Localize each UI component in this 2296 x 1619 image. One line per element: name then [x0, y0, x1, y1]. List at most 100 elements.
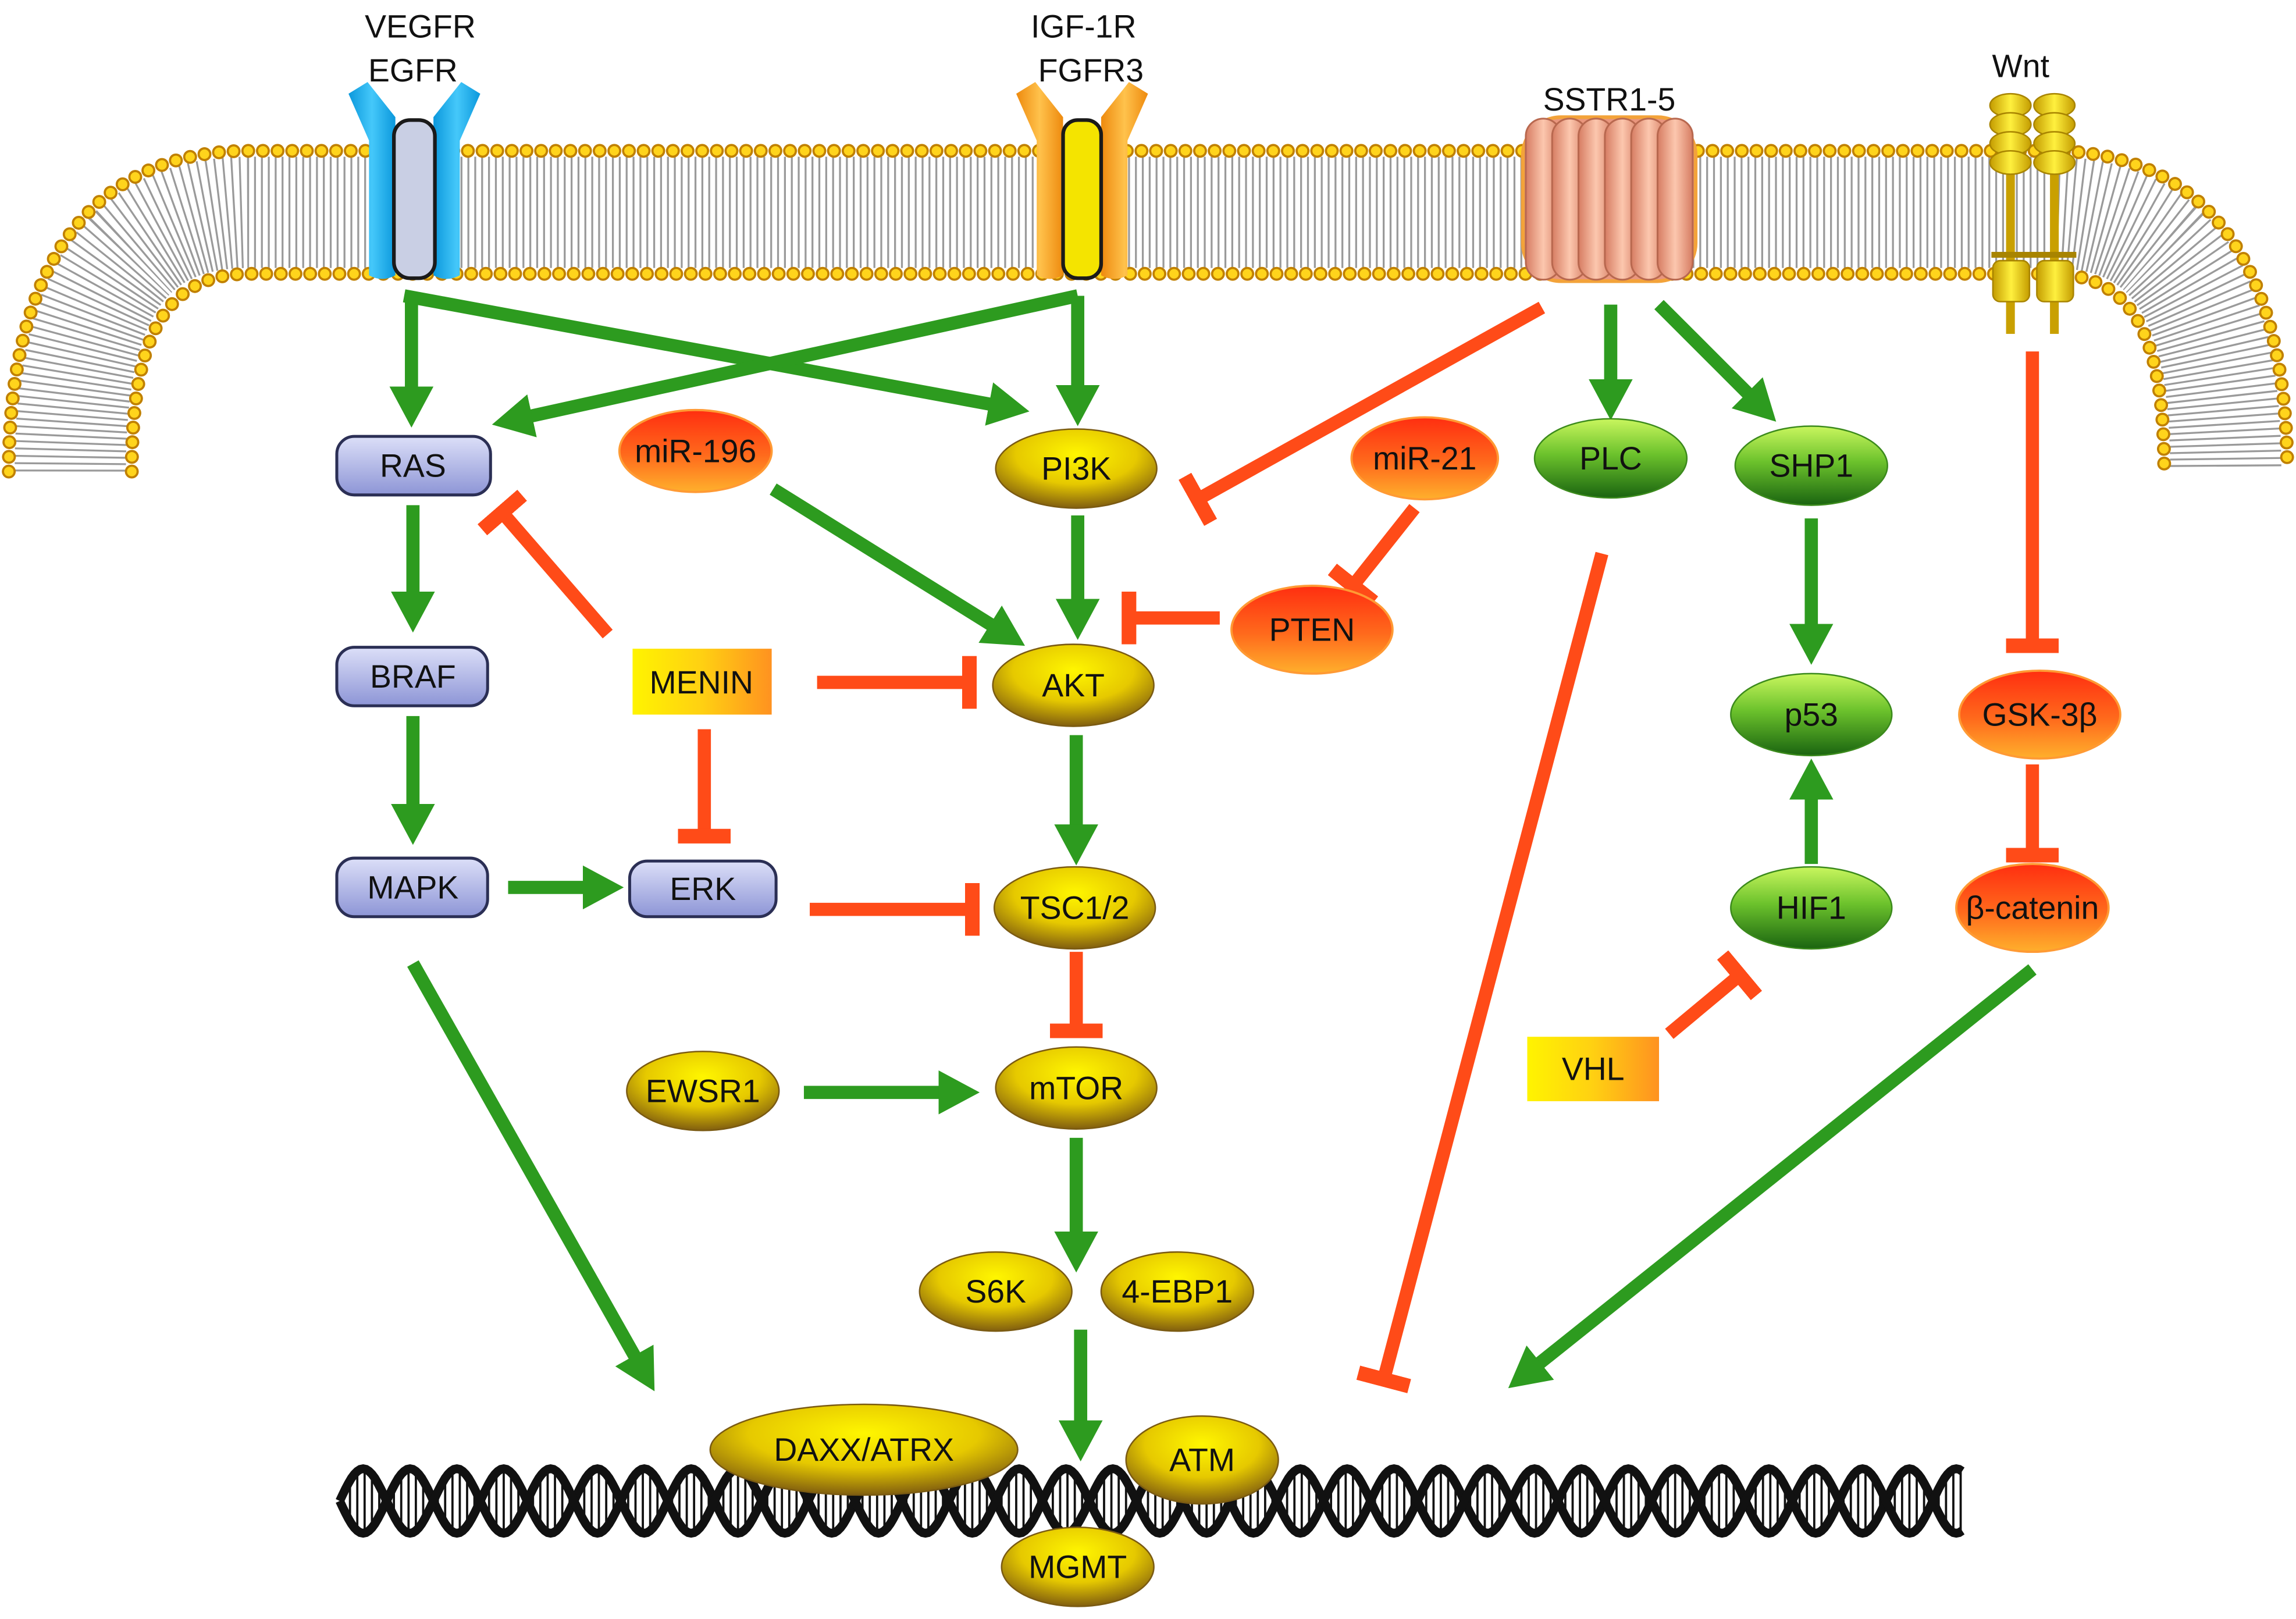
node-daxx-atrx-label: DAXX/ATRX	[774, 1432, 954, 1468]
node-mtor-label: mTOR	[1029, 1070, 1123, 1106]
arrow-mir196-to-akt	[770, 483, 1026, 646]
node-daxx-atrx: DAXX/ATRX	[709, 1403, 1019, 1496]
node-mir196-shape	[618, 408, 773, 493]
node-pi3k-shape	[995, 428, 1158, 509]
node-menin-label: MENIN	[650, 664, 753, 700]
node-erk-shape	[628, 859, 778, 919]
node-4ebp1-label: 4-EBP1	[1122, 1273, 1233, 1310]
node-p53-shape	[1730, 672, 1893, 757]
inhibit-menin-to-ras	[477, 489, 613, 639]
node-pten-label: PTEN	[1269, 611, 1355, 647]
node-atm-label: ATM	[1169, 1442, 1235, 1478]
receptor-egfr-label: EGFR	[368, 52, 458, 88]
node-braf-label: BRAF	[370, 659, 456, 695]
node-ras: RAS	[335, 435, 492, 497]
node-mir21-label: miR-21	[1373, 440, 1476, 476]
node-tsc: TSC1/2	[993, 866, 1156, 950]
receptor-wnt: Wnt	[1989, 48, 2077, 334]
receptor-wnt-right-barrel	[2036, 259, 2074, 303]
node-mir196-label: miR-196	[635, 433, 756, 469]
node-ras-shape	[335, 435, 492, 497]
node-akt: AKT	[992, 643, 1155, 727]
node-ewsr1-shape	[626, 1051, 780, 1131]
node-braf: BRAF	[335, 646, 489, 707]
receptor-vegfr-left-arm	[348, 81, 396, 279]
receptor-wnt-coil-r4	[2033, 150, 2076, 175]
node-pten: PTEN	[1230, 584, 1394, 675]
node-4ebp1: 4-EBP1	[1100, 1251, 1254, 1332]
node-gsk3b-label: GSK-3β	[1982, 696, 2097, 732]
node-pi3k-label: PI3K	[1041, 450, 1111, 486]
inhibit-sstr-to-pi3k	[1179, 301, 1546, 526]
node-bcatenin: β-catenin	[1955, 863, 2110, 953]
node-daxx-atrx-shape	[709, 1403, 1019, 1496]
node-bcatenin-shape	[1955, 863, 2110, 953]
node-shp1-label: SHP1	[1769, 447, 1853, 483]
node-mapk: MAPK	[335, 856, 489, 919]
inhibition-lines	[477, 301, 2059, 1393]
node-atm: ATM	[1125, 1415, 1279, 1505]
receptor-wnt-left-barrel	[1992, 259, 2031, 303]
node-bcatenin-label: β-catenin	[1966, 890, 2099, 926]
node-mgmt-shape	[1001, 1527, 1155, 1607]
node-erk-label: ERK	[670, 871, 736, 907]
arrow-bcatenin-to-dna	[1508, 964, 2037, 1389]
receptor-igf1r-fgfr3: IGF-1R FGFR3	[1016, 8, 1148, 280]
node-gsk3b: GSK-3β	[1958, 669, 2121, 760]
node-plc: PLC	[1533, 418, 1688, 499]
receptor-vegfr-label: VEGFR	[365, 8, 476, 44]
node-gsk3b-shape	[1958, 669, 2121, 760]
receptor-vegfr-right-arm	[433, 81, 480, 279]
node-braf-shape	[335, 646, 489, 707]
arrow-sstr-to-shp1	[1654, 300, 1777, 422]
node-mgmt: MGMT	[1001, 1527, 1155, 1607]
node-s6k: S6K	[919, 1251, 1073, 1332]
receptor-wnt-label: Wnt	[1992, 48, 2049, 84]
receptor-igf1r-right-arm	[1101, 81, 1148, 279]
receptor-sstr: SSTR1-5	[1521, 81, 1698, 283]
node-s6k-label: S6K	[965, 1273, 1026, 1310]
node-akt-label: AKT	[1042, 667, 1105, 703]
node-mapk-shape	[335, 856, 489, 919]
node-mapk-label: MAPK	[367, 869, 458, 905]
node-mir196: miR-196	[618, 408, 773, 493]
node-vhl: VHL	[1527, 1037, 1659, 1101]
node-shp1-shape	[1734, 425, 1888, 506]
node-plc-shape	[1533, 418, 1688, 499]
receptor-fgfr3-label: FGFR3	[1038, 52, 1144, 88]
node-pten-shape	[1230, 584, 1394, 675]
receptor-vegfr-egfr: VEGFR EGFR	[348, 8, 480, 280]
node-mtor-shape	[995, 1046, 1158, 1130]
node-vhl-label: VHL	[1562, 1051, 1625, 1087]
receptor-igf1r-core	[1061, 118, 1103, 280]
receptor-igf1r-label: IGF-1R	[1031, 8, 1136, 44]
node-tsc-shape	[993, 866, 1156, 950]
node-pi3k: PI3K	[995, 428, 1158, 509]
node-p53-label: p53	[1785, 696, 1838, 732]
receptor-wnt-link	[1991, 251, 2077, 258]
dna-strand-2	[336, 1464, 1965, 1538]
node-tsc-label: TSC1/2	[1020, 890, 1130, 926]
arrow-igf1r-to-ras	[492, 289, 1080, 437]
node-mtor: mTOR	[995, 1046, 1158, 1130]
arrow-egfr-to-pi3k	[403, 289, 1030, 426]
node-mgmt-label: MGMT	[1028, 1549, 1127, 1585]
receptor-igf1r-left-arm	[1016, 81, 1063, 279]
node-ras-label: RAS	[380, 447, 446, 483]
node-hif1: HIF1	[1730, 866, 1893, 950]
node-mir21-shape	[1350, 416, 1499, 501]
receptor-sstr-helix-6	[1656, 118, 1694, 281]
receptor-wnt-right-rod	[2050, 163, 2059, 334]
node-menin: MENIN	[632, 649, 772, 715]
node-plc-label: PLC	[1579, 440, 1642, 476]
node-4ebp1-shape	[1100, 1251, 1254, 1332]
activation-arrows	[389, 289, 2037, 1462]
node-ewsr1: EWSR1	[626, 1051, 780, 1131]
node-erk: ERK	[628, 859, 778, 919]
node-menin-shape	[632, 649, 772, 715]
receptor-wnt-coil-l4	[1989, 150, 2032, 175]
node-ewsr1-label: EWSR1	[646, 1073, 760, 1109]
node-s6k-shape	[919, 1251, 1073, 1332]
node-hif1-shape	[1730, 866, 1893, 950]
